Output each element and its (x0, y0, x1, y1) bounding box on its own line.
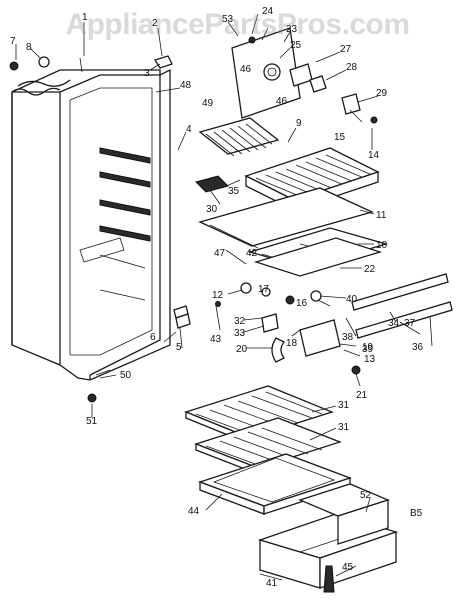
callout-31a: 31 (338, 400, 350, 411)
callout-23: 23 (286, 24, 298, 35)
callout-30: 30 (206, 204, 218, 215)
callout-49: 49 (202, 98, 214, 109)
callout-24: 24 (262, 6, 274, 17)
callout-5: 5 (176, 342, 182, 353)
callout-7: 7 (10, 36, 16, 47)
callout-9: 9 (296, 118, 302, 129)
callout-52: 52 (360, 490, 372, 501)
callout-38: 38 (342, 332, 354, 343)
callout-44: 44 (188, 506, 200, 517)
drain-plug (323, 565, 335, 593)
callout-43: 43 (210, 334, 222, 345)
crisper-rail (351, 273, 453, 339)
callout-16: 16 (296, 298, 308, 309)
callout-47: 47 (214, 248, 226, 259)
callout-33: 33 (234, 328, 246, 339)
crisper-drawers (257, 483, 399, 589)
callout-34: 34 (388, 318, 400, 329)
ice-tray (195, 175, 229, 193)
callout-20: 20 (236, 344, 248, 355)
small-parts-middle (215, 282, 361, 375)
callout-46b: 46 (276, 96, 288, 107)
callout-6: 6 (150, 332, 156, 343)
callout-labels: 7 8 1 2 3 48 4 53 24 46 23 25 27 28 46 2… (10, 6, 424, 589)
callout-14: 14 (368, 150, 380, 161)
callout-3: 3 (144, 68, 150, 79)
callout-19: 19 (362, 342, 374, 353)
callout-53: 53 (222, 14, 234, 25)
callout-42: 42 (246, 248, 258, 259)
callout-18: 18 (286, 338, 298, 349)
callout-10: 10 (376, 240, 388, 251)
callout-11: 11 (376, 210, 387, 221)
callout-12: 12 (212, 290, 224, 301)
divider (198, 187, 374, 249)
callout-27: 27 (340, 44, 352, 55)
callout-17: 17 (258, 284, 270, 295)
callout-29: 29 (376, 88, 388, 99)
loose-parts-top-left (9, 56, 86, 73)
callout-50: 50 (120, 370, 132, 381)
callout-48: 48 (180, 80, 192, 91)
callout-41: 41 (266, 578, 278, 589)
callout-1: 1 (82, 12, 88, 23)
callout-39: 39 (362, 344, 374, 355)
callout-25: 25 (290, 40, 302, 51)
freezer-shelf (198, 117, 280, 157)
callout-2: 2 (152, 18, 158, 29)
callout-46a: 46 (240, 64, 252, 75)
callout-37: 37 (404, 318, 416, 329)
callout-21: 21 (356, 390, 368, 401)
callout-8: 8 (26, 42, 32, 53)
callout-4: 4 (186, 124, 192, 135)
control-housing (247, 227, 389, 277)
callout-28: 28 (346, 62, 358, 73)
cabinet (11, 55, 189, 381)
evaporator-cover (231, 27, 378, 124)
watermark: AppliancePartsPros.com (65, 8, 410, 41)
callout-45: 45 (342, 562, 354, 573)
callout-40: 40 (346, 294, 358, 305)
callout-31b: 31 (338, 422, 350, 433)
callout-32: 32 (234, 316, 246, 327)
leader-lines (15, 13, 433, 581)
callout-35: 35 (228, 186, 240, 197)
callout-22: 22 (364, 264, 376, 275)
callout-13: 13 (364, 354, 376, 365)
callout-15: 15 (334, 132, 346, 143)
callout-b5: B5 (410, 508, 423, 519)
glass-shelves (184, 385, 352, 515)
callout-36: 36 (412, 342, 424, 353)
cabinet-bottom-parts (87, 313, 191, 403)
callout-51: 51 (86, 416, 98, 427)
